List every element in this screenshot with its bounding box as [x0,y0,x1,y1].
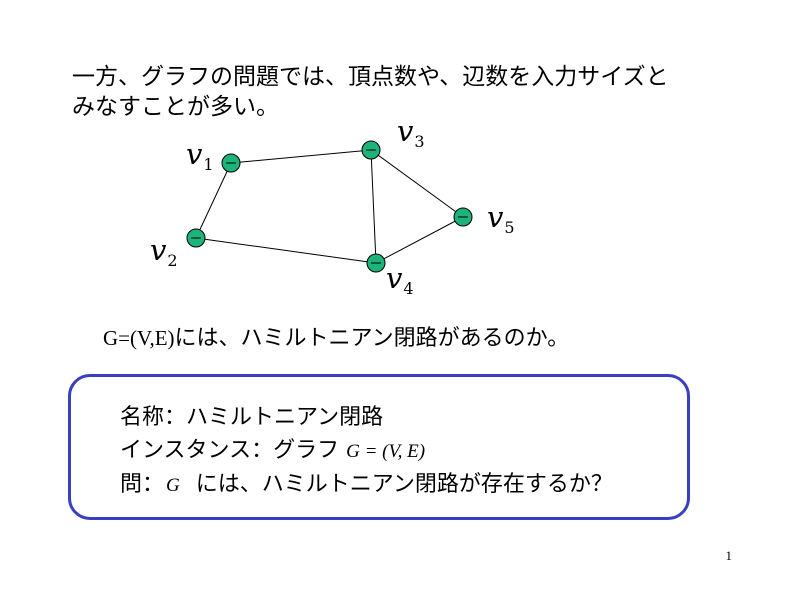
problem-name-label: 名称： [120,405,187,430]
edge-v2-v4 [195,237,377,264]
vertex-label-v5: v5 [487,200,515,237]
graph-edges [195,149,464,264]
graph-nodes [186,140,473,273]
edge-v3-v5 [370,149,464,218]
vertex-label-v2: v2 [150,233,178,270]
graph-notation: G=(V,E) [103,326,175,350]
problem-name-value: ハミルトニアン閉路 [186,405,384,430]
question-text: には、ハミルトニアン閉路があるのか。 [174,326,570,351]
problem-instance-line: インスタンス：グラフ G = (V, E) [120,436,425,467]
edge-v1-v3 [230,149,372,164]
edge-v4-v5 [375,216,464,264]
intro-paragraph: 一方、グラフの問題では、頂点数や、辺数を入力サイズと みなすことが多い。 [72,62,732,122]
problem-definition-box [68,374,690,520]
intro-line-2: みなすことが多い。 [72,94,279,120]
problem-question-text: には、ハミルトニアン閉路が存在するか？ [195,472,613,497]
problem-name-line: 名称：ハミルトニアン閉路 [120,403,383,433]
problem-instance-math: G = (V, E) [346,441,426,462]
vertex-label-v1: v1 [186,137,214,174]
page-number: 1 [725,548,733,563]
vertex-label-v3: v3 [397,114,425,151]
vertex-label-v4: v4 [386,261,414,298]
problem-question-math: G [166,475,180,496]
problem-question-label: 問： [120,472,165,497]
intro-line-1: 一方、グラフの問題では、頂点数や、辺数を入力サイズと [72,64,669,90]
hamiltonian-question: G=(V,E)には、ハミルトニアン閉路があるのか。 [103,323,569,354]
edge-v1-v2 [195,162,232,239]
problem-question-line: 問：G には、ハミルトニアン閉路が存在するか？ [120,470,613,501]
problem-instance-label: インスタンス：グラフ [120,438,340,463]
edge-v3-v4 [370,149,377,264]
